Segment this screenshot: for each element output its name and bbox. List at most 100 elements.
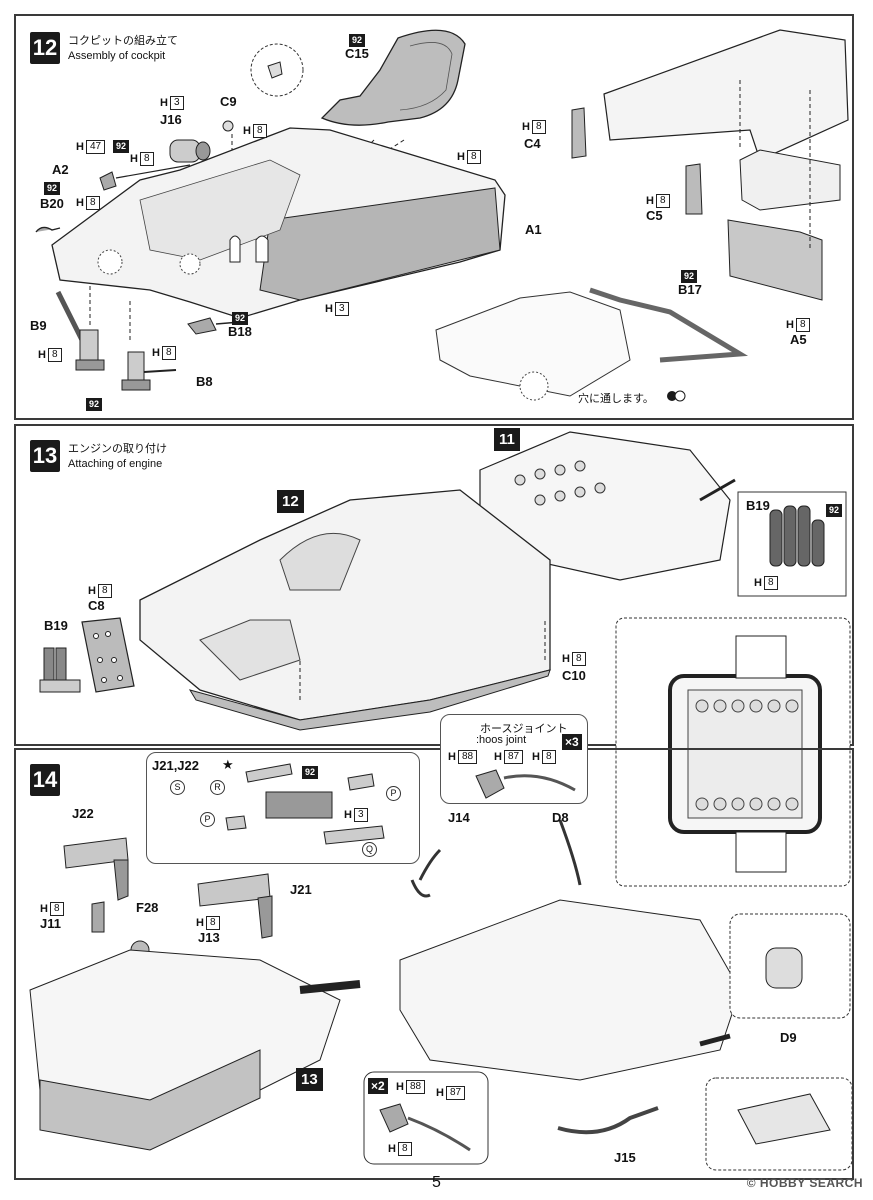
- h-number: 8: [466, 150, 481, 164]
- part-j22-label: J22: [72, 806, 94, 821]
- h-number: 3: [334, 302, 349, 316]
- h-number: 8: [85, 196, 100, 210]
- letter-r: R: [210, 780, 225, 795]
- part-c9-label: C9: [220, 94, 237, 109]
- part-b17-label: B17: [678, 282, 702, 297]
- h-number: 8: [47, 348, 62, 362]
- h-letter: H: [325, 303, 333, 315]
- h-number: 8: [205, 916, 220, 930]
- step-14-panel: [14, 748, 854, 1180]
- step-13-ref-12: 12: [277, 490, 304, 513]
- inset-b19-label: B19: [746, 498, 770, 513]
- part-j14-label: J14: [448, 810, 470, 825]
- h-number: 3: [353, 808, 368, 822]
- h-number: 87: [445, 1086, 466, 1100]
- h-letter: H: [754, 577, 762, 589]
- part-a2-label: A2: [52, 162, 69, 177]
- part-j21-label: J21: [290, 882, 312, 897]
- part-a5-label: A5: [790, 332, 807, 347]
- h-letter: H: [160, 97, 168, 109]
- letter-q: Q: [362, 842, 377, 857]
- h-letter: H: [243, 125, 251, 137]
- badge-92-paint: 92: [302, 766, 319, 779]
- step-13-panel: [14, 424, 854, 746]
- h-letter: H: [130, 153, 138, 165]
- step-13-title-jp: エンジンの取り付け: [68, 443, 167, 455]
- part-f28-label: F28: [136, 900, 159, 915]
- h-number: 8: [531, 120, 546, 134]
- step-12-title-en: Assembly of cockpit: [68, 50, 166, 62]
- letter-s: S: [170, 780, 185, 795]
- part-b9-label: B9: [30, 318, 47, 333]
- h-letter: H: [40, 903, 48, 915]
- h-letter: H: [388, 1143, 396, 1155]
- step-13-badge: 13: [30, 440, 60, 472]
- badge-92-b19: 92: [826, 504, 843, 517]
- part-b20-label: B20: [40, 196, 64, 211]
- badge-92-pedal: 92: [86, 398, 103, 411]
- h-letter: H: [76, 197, 84, 209]
- h-letter: H: [532, 751, 540, 763]
- part-j13-label: J13: [198, 930, 220, 945]
- hose-joint-en: :hoos joint: [476, 734, 527, 746]
- h-letter: H: [38, 349, 46, 361]
- h-letter: H: [562, 653, 570, 665]
- part-c15-label: C15: [345, 46, 369, 61]
- part-c10-label: C10: [562, 668, 586, 683]
- h-number: 47: [85, 140, 106, 154]
- h-letter: H: [152, 347, 160, 359]
- h-letter: H: [76, 141, 84, 153]
- part-j11-label: J11: [40, 916, 61, 931]
- h-number: 8: [97, 584, 112, 598]
- step-13-title-en: Attaching of engine: [68, 458, 163, 470]
- paint-group-label: J21,J22: [152, 758, 199, 773]
- h-number: 8: [252, 124, 267, 138]
- h-number: 88: [405, 1080, 426, 1094]
- page-number: 5: [432, 1174, 441, 1191]
- h-number: 87: [503, 750, 524, 764]
- h-number: 8: [541, 750, 556, 764]
- star-icon: ★: [222, 757, 234, 772]
- h-letter: H: [344, 809, 352, 821]
- h-number: 8: [397, 1142, 412, 1156]
- h-number: 8: [763, 576, 778, 590]
- step-12-badge: 12: [30, 32, 60, 64]
- part-d9-label: D9: [780, 1030, 797, 1045]
- part-c4-label: C4: [524, 136, 541, 151]
- letter-p-left: P: [200, 812, 215, 827]
- step-12-panel: [14, 14, 854, 420]
- h-letter: H: [646, 195, 654, 207]
- step-12-title-jp: コクピットの組み立て: [68, 35, 178, 47]
- part-b19-label: B19: [44, 618, 68, 633]
- part-c8-label: C8: [88, 598, 105, 613]
- h-letter: H: [522, 121, 530, 133]
- hose-joint-jp: ホースジョイント: [480, 723, 568, 735]
- h-number: 8: [161, 346, 176, 360]
- badge-92-c15: 92: [349, 34, 366, 47]
- letter-p-right: P: [386, 786, 401, 801]
- h-number: 88: [457, 750, 478, 764]
- badge-92-b20: 92: [44, 182, 61, 195]
- h-number: 8: [49, 902, 64, 916]
- h-number: 8: [139, 152, 154, 166]
- badge-92-b18: 92: [232, 312, 249, 325]
- part-b8-label: B8: [196, 374, 213, 389]
